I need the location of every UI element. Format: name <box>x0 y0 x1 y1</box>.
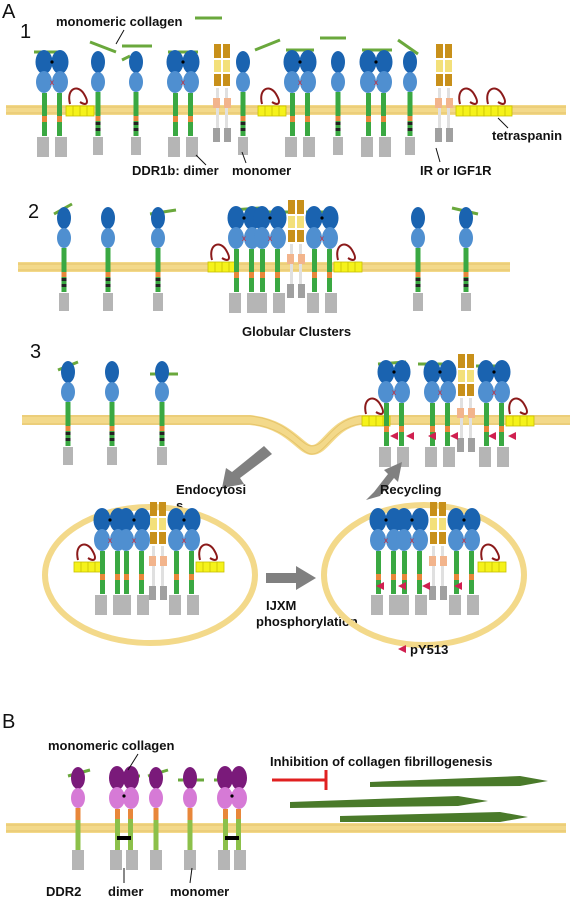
label-endocytosis-1: Endocytosi <box>176 482 246 497</box>
phosphorylation-arrow <box>266 566 316 590</box>
label-inhibition: Inhibition of collagen fibrillogenesis <box>270 754 492 769</box>
step-1-label: 1 <box>20 21 31 43</box>
ddr1-monomer <box>411 207 425 311</box>
tetraspanin <box>483 87 513 117</box>
ddr1-dimer <box>477 360 511 467</box>
panel-b-label: B <box>2 711 15 733</box>
label-monomeric-collagen-b: monomeric collagen <box>48 738 174 753</box>
py513-legend-marker <box>398 645 406 653</box>
label-phosphorylation: phosphorylation <box>256 614 358 629</box>
ddr1-monomer <box>155 361 169 465</box>
ir-receptor <box>429 502 447 600</box>
tetraspanin <box>195 543 225 573</box>
endosome-right <box>321 502 527 648</box>
pointer <box>115 29 125 45</box>
collagen-step1 <box>34 16 419 62</box>
ddr1-dimer <box>447 508 481 615</box>
panel-b-scene: monomeric collagen Inhibition of collage… <box>6 738 566 899</box>
step-3-label: 3 <box>30 341 41 363</box>
ddr2-monomer <box>149 767 163 870</box>
label-endocytosis-2: s <box>176 498 183 513</box>
label-monomer: monomer <box>232 163 291 178</box>
step-3-scene: Endocytosi s Recycling IJXM phosphorylat… <box>22 354 570 657</box>
label-ijxm: IJXM <box>266 598 296 613</box>
label-tetraspanin: tetraspanin <box>492 128 562 143</box>
label-monomeric-collagen: monomeric collagen <box>56 14 182 29</box>
ddr1-dimer <box>35 50 69 157</box>
label-ir-igf1r: IR or IGF1R <box>420 163 492 178</box>
tetraspanin <box>65 87 95 117</box>
collagen-fibrils <box>290 776 548 822</box>
ddr2-monomer <box>183 767 197 870</box>
label-globular-clusters: Globular Clusters <box>242 324 351 339</box>
ddr1-dimer <box>395 508 429 615</box>
step-2-label: 2 <box>28 201 39 223</box>
ir-receptor <box>287 200 305 298</box>
ddr1-dimer <box>167 508 201 615</box>
ddr1-monomer <box>151 207 165 311</box>
ddr1-monomer <box>331 51 345 155</box>
ddr1-monomer <box>61 361 75 465</box>
step-2-scene: Globular Clusters <box>18 200 510 339</box>
step-1-scene: monomeric collagen DDR1b: dimer monomer … <box>6 14 566 178</box>
tetraspanin <box>333 243 363 273</box>
ddr1-dimer <box>305 206 339 313</box>
ddr1-dimer <box>423 360 457 467</box>
ddr1-monomer <box>459 207 473 311</box>
tetraspanin <box>477 543 507 573</box>
tetraspanin <box>455 87 485 117</box>
py513-markers-endosome <box>376 582 462 590</box>
tetraspanin <box>257 87 287 117</box>
label-py513: pY513 <box>410 642 448 657</box>
ddr1-monomer <box>91 51 105 155</box>
ddr1-dimer <box>359 50 393 157</box>
label-ddr1b-dimer: DDR1b: dimer <box>132 163 219 178</box>
panel-a-label: A <box>2 1 16 23</box>
ddr1-dimer <box>166 50 200 157</box>
ir-receptor <box>457 354 475 452</box>
ir-receptor <box>435 44 453 142</box>
label-monomer-b: monomer <box>170 884 229 899</box>
ddr1-monomer <box>403 51 417 155</box>
endocytosis-arrow <box>222 446 272 488</box>
ddr2-dimer <box>217 766 247 870</box>
ddr1-monomer <box>129 51 143 155</box>
ir-receptor <box>149 502 167 600</box>
py513-markers <box>390 432 516 440</box>
ddr1-monomer <box>57 207 71 311</box>
ddr2-monomer <box>71 767 85 870</box>
tetraspanin <box>505 397 535 427</box>
membrane-step3 <box>22 415 570 456</box>
ddr1-monomer <box>101 207 115 311</box>
ddr1-dimer <box>253 206 287 313</box>
label-recycling: Recycling <box>380 482 441 497</box>
membrane-b <box>6 823 566 833</box>
ddr1-monomer <box>105 361 119 465</box>
label-dimer: dimer <box>108 884 143 899</box>
ir-receptor <box>213 44 231 142</box>
tetraspanin <box>207 243 237 273</box>
ddr1-dimer <box>117 508 151 615</box>
recycling-arrow <box>366 462 402 500</box>
ddr1-monomer <box>236 51 250 155</box>
ddr2-dimer <box>109 766 139 870</box>
label-ddr2: DDR2 <box>46 884 81 899</box>
ddr1-dimer <box>283 50 317 157</box>
